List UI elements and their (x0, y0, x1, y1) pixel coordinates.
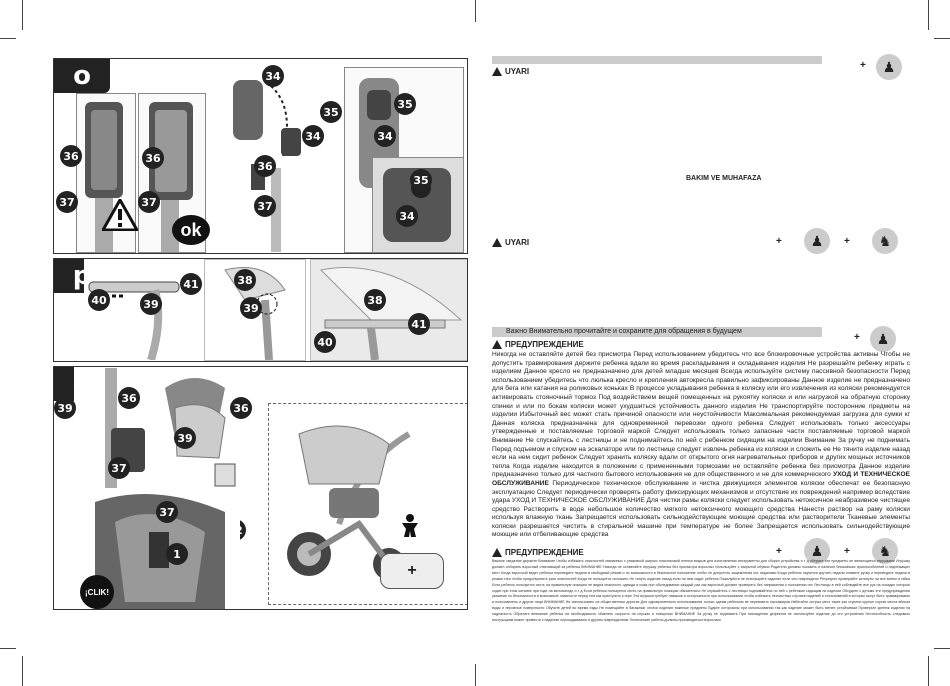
tricycle-illustration (287, 425, 411, 580)
plus-icon: + (844, 546, 850, 557)
warning-triangle-icon (102, 199, 138, 231)
part-number-badge: 37 (254, 195, 276, 217)
section-bar (492, 56, 822, 64)
part-number-badge: 37 (56, 191, 78, 213)
fine-print-paragraph: Важное сведение держите Внимание Чтобы и… (492, 559, 910, 623)
maintenance-heading: BAKIM VE MUHAFAZA (686, 175, 762, 182)
part-number-badge: 34 (262, 65, 284, 87)
warning-heading-text: ПРЕДУПРЕЖДЕНИЕ (505, 340, 584, 349)
child-figure-icon (402, 514, 418, 537)
part-number-badge: 36 (230, 397, 252, 419)
warning-heading-text: UYARI (505, 67, 530, 76)
part-number-badge: 37 (138, 191, 160, 213)
crop-mark (475, 664, 476, 686)
care-heading: УХОД И ТЕХНИЧЕСКОЕ ОБСЛУЖИВАНИЕ (492, 471, 910, 487)
plus-icon: + (860, 60, 866, 71)
part-number-badge: 35 (394, 93, 416, 115)
part-number-badge: 41 (180, 273, 202, 295)
stroller-handle-illustration (149, 102, 193, 252)
panel-p: p 40 39 41 38 39 38 40 41 (53, 258, 468, 362)
crop-mark (934, 38, 950, 39)
part-number-badge: 36 (118, 387, 140, 409)
warning-heading: UYARI (492, 238, 529, 247)
tricycle-icon: ♞ (872, 228, 898, 254)
warning-icon (492, 340, 502, 349)
warning-icon (492, 67, 502, 76)
crop-mark (22, 0, 23, 30)
ok-badge: ok (172, 215, 210, 245)
part-number-badge: 34 (302, 125, 324, 147)
part-number-badge: 39 (174, 427, 196, 449)
click-badge: ¡CLIK! (80, 575, 114, 609)
part-number-badge: 38 (234, 269, 256, 291)
part-number-badge: 1 (166, 543, 188, 565)
warning-heading: ПРЕДУПРЕЖДЕНИЕ (492, 340, 584, 349)
detail-inset (372, 157, 464, 253)
stroller-handle-illustration (85, 102, 123, 252)
part-number-badge: 40 (88, 289, 110, 311)
part-number-badge: 36 (142, 147, 164, 169)
adult-child-icon: ♟ (804, 538, 830, 564)
crop-mark (934, 648, 950, 649)
adult-child-icon: ♟ (870, 326, 896, 352)
part-number-badge: 38 (364, 289, 386, 311)
warning-heading: ПРЕДУПРЕЖДЕНИЕ (492, 548, 584, 557)
crop-mark (475, 0, 476, 22)
crop-mark (928, 656, 929, 686)
illustration-frame (210, 67, 340, 253)
tricycle-icon: ♞ (872, 538, 898, 564)
stroller-folding-illustration (233, 80, 301, 252)
panel-letter: o (54, 59, 110, 93)
warning-body: Никогда не оставляйте детей без присмотр… (492, 351, 910, 479)
part-number-badge: 34 (374, 125, 396, 147)
plus-icon: + (776, 546, 782, 557)
part-number-badge: 36 (254, 155, 276, 177)
canopy-installed-illustration (319, 267, 463, 361)
warning-icon (492, 238, 502, 247)
part-number-badge: 39 (240, 297, 262, 319)
warning-heading-text: UYARI (505, 238, 530, 247)
panel-q: q 39 36 37 39 36 37 42 37 1 ¡CLIK! (53, 366, 468, 610)
plus-icon: + (776, 236, 782, 247)
part-number-badge: 40 (314, 331, 336, 353)
panel-o: o 36 37 36 37 ok 34 35 34 36 37 (53, 58, 468, 254)
crop-mark (22, 656, 23, 686)
plus-box: + (380, 553, 444, 589)
important-notice-bar: Важно Внимательно прочитайте и сохраните… (492, 327, 822, 337)
warning-icon (492, 548, 502, 557)
part-number-badge: 35 (320, 101, 342, 123)
care-body: Периодическое техническое обслуживание и… (492, 479, 910, 539)
harness-buckle-illustration (95, 494, 225, 609)
part-number-badge: 35 (410, 169, 432, 191)
part-number-badge: 37 (108, 457, 130, 479)
warning-heading-text: ПРЕДУПРЕЖДЕНИЕ (505, 548, 584, 557)
plus-label: + (407, 562, 417, 579)
crop-mark (928, 0, 929, 30)
warning-paragraph: Никогда не оставляйте детей без присмотр… (492, 351, 910, 540)
part-number-badge: 39 (54, 397, 76, 419)
part-number-badge: 36 (60, 145, 82, 167)
adult-child-icon: ♟ (804, 228, 830, 254)
illustration-frame (154, 367, 246, 489)
part-number-badge: 39 (140, 293, 162, 315)
plus-icon: + (854, 332, 860, 343)
crop-mark (0, 648, 16, 649)
part-number-badge: 41 (408, 313, 430, 335)
seat-recline-illustration (165, 378, 236, 487)
part-number-badge: 37 (156, 501, 178, 523)
part-number-badge: 34 (396, 205, 418, 227)
crop-mark (0, 38, 16, 39)
warning-heading: UYARI (492, 67, 529, 76)
illustration-frame (310, 259, 467, 361)
plus-icon: + (844, 236, 850, 247)
adult-child-icon: ♟ (876, 54, 902, 80)
